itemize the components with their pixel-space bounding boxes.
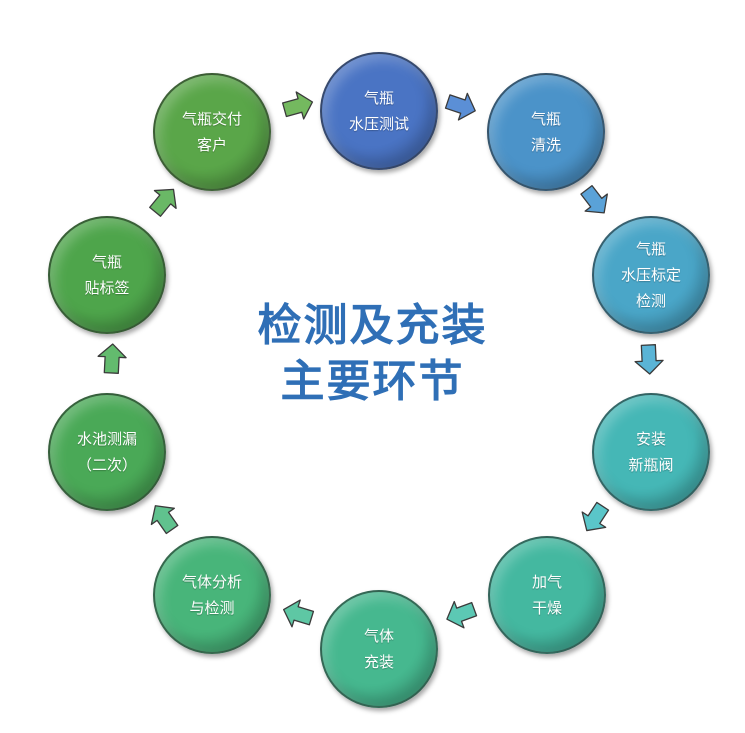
- flow-arrow-shape: [581, 501, 610, 532]
- node-label: 气瓶: [363, 89, 394, 107]
- center-title-line-2: 主要环节: [280, 356, 465, 407]
- node-delivery: 气瓶交付 客户: [153, 73, 271, 191]
- node-label: 加气: [531, 573, 562, 591]
- node-label: 与检测: [189, 599, 235, 617]
- node-label: 气体分析: [181, 573, 242, 591]
- flow-arrow-icon: [147, 184, 181, 218]
- center-title-line-1: 检测及充装: [257, 300, 488, 351]
- node-label: 检测: [635, 292, 666, 310]
- flow-arrow-icon: [632, 342, 666, 376]
- flow-arrow-icon: [147, 501, 181, 535]
- flow-arrow-icon: [281, 89, 315, 123]
- node-label: 清洗: [530, 136, 561, 154]
- flow-arrow-path: [444, 92, 476, 121]
- flow-arrow-shape: [634, 344, 664, 375]
- flow-arrow-path: [150, 505, 179, 535]
- flow-arrow-icon: [95, 342, 129, 376]
- flow-arrow-shape: [283, 599, 315, 628]
- node-gas-filling: 气体 充装: [320, 590, 438, 708]
- node-label: 气瓶: [635, 240, 666, 258]
- flow-arrow-icon: [578, 184, 612, 218]
- flow-arrow-path: [581, 501, 610, 532]
- flow-arrow-shape: [150, 505, 179, 535]
- node-gas-analysis: 气体分析 与检测: [153, 536, 271, 654]
- node-hydrostatic-test: 气瓶 水压测试: [320, 52, 438, 170]
- node-label: 新瓶阀: [628, 456, 674, 474]
- node-label: 干燥: [531, 599, 562, 617]
- flow-arrow-path: [634, 344, 664, 375]
- node-label: 气瓶: [91, 253, 122, 271]
- node-label: 客户: [196, 136, 227, 154]
- flow-arrow-path: [580, 184, 608, 214]
- node-label: 气瓶: [530, 110, 561, 128]
- flow-arrow-shape: [281, 91, 314, 120]
- flow-arrow-shape: [97, 343, 127, 374]
- flow-arrow-icon: [444, 597, 478, 631]
- node-label: 安装: [635, 430, 666, 448]
- node-label: （二次）: [76, 456, 137, 474]
- flow-arrow-path: [281, 91, 314, 120]
- flow-arrow-path: [283, 599, 315, 628]
- node-label: 水池测漏: [76, 430, 137, 448]
- node-label: 水压测试: [348, 115, 409, 133]
- flow-arrow-shape: [446, 600, 478, 629]
- flow-arrow-icon: [578, 501, 612, 535]
- node-label: 充装: [363, 653, 394, 671]
- node-install-valve: 安装 新瓶阀: [592, 393, 710, 511]
- node-gas-drying: 加气 干燥: [488, 536, 606, 654]
- node-label: 贴标签: [84, 279, 130, 297]
- node-label: 水压标定: [620, 266, 681, 284]
- flow-arrow-path: [446, 600, 478, 629]
- node-labeling: 气瓶 贴标签: [48, 216, 166, 334]
- center-title: 检测及充装 主要环节: [200, 298, 545, 410]
- node-leak-test: 水池测漏 （二次）: [48, 393, 166, 511]
- node-hydrostatic-calibration: 气瓶 水压标定 检测: [592, 216, 710, 334]
- node-label: 气瓶交付: [181, 110, 242, 128]
- node-cylinder-cleaning: 气瓶 清洗: [487, 73, 605, 191]
- flow-arrow-shape: [444, 92, 476, 121]
- flow-arrow-shape: [580, 184, 608, 214]
- flow-arrow-icon: [444, 89, 478, 123]
- flow-arrow-path: [149, 188, 177, 217]
- node-label: 气体: [363, 627, 394, 645]
- flow-arrow-icon: [281, 597, 315, 631]
- flow-arrow-path: [97, 343, 127, 374]
- flow-arrow-shape: [149, 188, 177, 217]
